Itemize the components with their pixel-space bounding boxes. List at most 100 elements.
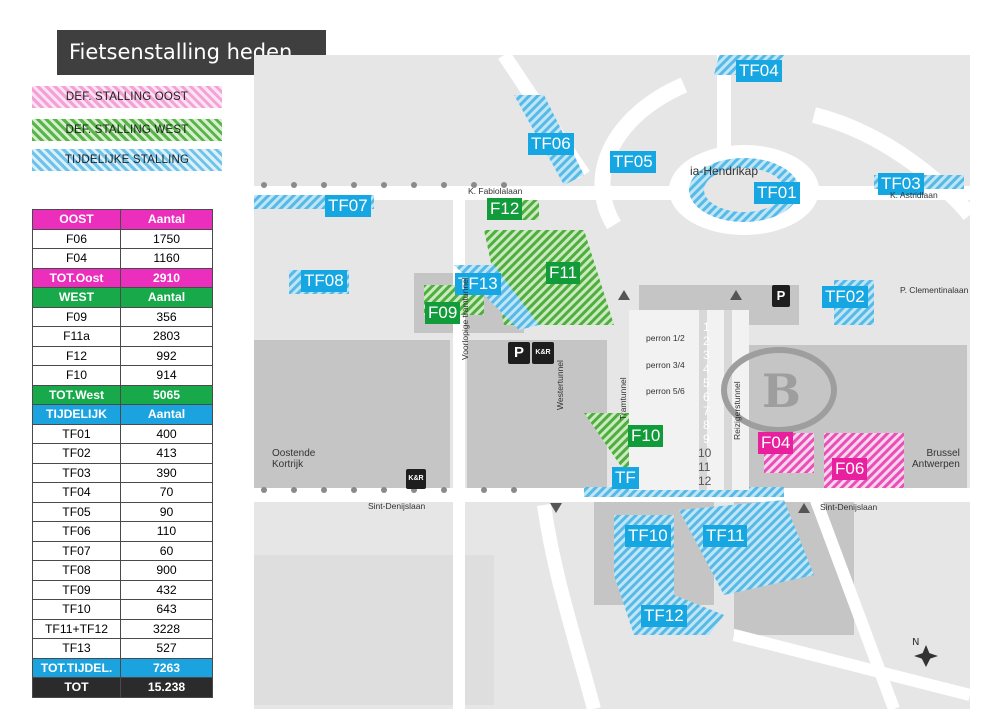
stalling-tag-f11: F11 bbox=[546, 262, 581, 284]
table-cell-value: 15.238 bbox=[120, 677, 213, 698]
north-label: N bbox=[912, 637, 919, 648]
table-cell-value: Aantal bbox=[120, 287, 213, 308]
table-cell-value: 356 bbox=[120, 306, 213, 327]
track-number: 12 bbox=[698, 474, 712, 488]
table-cell-name: WEST bbox=[32, 287, 121, 308]
track-number: 1 bbox=[703, 320, 710, 334]
table-cell-name: TF01 bbox=[32, 423, 121, 444]
table-cell-value: 5065 bbox=[120, 384, 213, 405]
platforms bbox=[629, 310, 749, 490]
table-cell-value: 643 bbox=[120, 599, 213, 620]
table-cell-name: TIJDELIJK bbox=[32, 404, 121, 425]
stalling-tag-tf11: TF11 bbox=[703, 525, 748, 547]
legend-def-stalling-west: DEF. STALLING WEST bbox=[32, 119, 222, 141]
voorlopige-tramtunnel-label: Voorlopige tramtunnel bbox=[460, 277, 470, 360]
table-cell-name: F09 bbox=[32, 306, 121, 327]
stalling-tag-f12: F12 bbox=[487, 198, 523, 220]
table-cell-name: TF11+TF12 bbox=[32, 618, 121, 639]
table-cell-name: TOT.Oost bbox=[32, 267, 121, 288]
perron-3-4-label: perron 3/4 bbox=[646, 360, 685, 370]
table-cell-value: 1750 bbox=[120, 228, 213, 249]
table-cell-value: 413 bbox=[120, 443, 213, 464]
table-cell-value: 70 bbox=[120, 482, 213, 503]
track-number: 4 bbox=[703, 362, 710, 376]
tram-route bbox=[261, 182, 517, 493]
table-cell-name: OOST bbox=[32, 209, 121, 230]
stalling-tag-tf02: TF02 bbox=[822, 286, 868, 308]
table-cell-name: F06 bbox=[32, 228, 121, 249]
table-cell-name: TF13 bbox=[32, 638, 121, 659]
stalling-tag-tf03: TF03 bbox=[878, 173, 924, 195]
stalling-tag-tf13: TF13 bbox=[455, 273, 501, 295]
parking-east-icon: P bbox=[772, 285, 790, 307]
stalling-tag-tf08: TF08 bbox=[301, 270, 347, 292]
tramtunnel-label: Tramtunnel bbox=[618, 377, 628, 420]
table-cell-name: F10 bbox=[32, 365, 121, 386]
table-cell-name: TF07 bbox=[32, 540, 121, 561]
stalling-tag-f06: F06 bbox=[832, 458, 868, 480]
track-number: 6 bbox=[703, 390, 710, 404]
direction-west: Oostende Kortrijk bbox=[272, 448, 316, 470]
table-cell-value: 60 bbox=[120, 540, 213, 561]
direction-east: Brussel Antwerpen bbox=[912, 448, 960, 470]
table-cell-name: TF05 bbox=[32, 501, 121, 522]
stalling-tag-f10: F10 bbox=[628, 425, 664, 447]
access-arrows bbox=[550, 290, 810, 513]
stalling-tag-tf07: TF07 bbox=[325, 195, 371, 217]
track-number: 9 bbox=[703, 432, 710, 446]
stalling-tag-tf01: TF01 bbox=[754, 182, 800, 204]
track-number: 5 bbox=[703, 376, 710, 390]
table-cell-name: TF08 bbox=[32, 560, 121, 581]
table-cell-value: 110 bbox=[120, 521, 213, 542]
table-total-tijdelijk: TOT.TIJDEL.7263 bbox=[32, 657, 213, 678]
table-cell-value: 1160 bbox=[120, 248, 213, 269]
table-cell-name: TOT.TIJDEL. bbox=[32, 657, 121, 678]
stalling-tag-tf05: TF05 bbox=[610, 151, 656, 173]
table-cell-name: F12 bbox=[32, 345, 121, 366]
street-sint-denijslaan-west: Sint-Denijslaan bbox=[368, 501, 426, 511]
perron-5-6-label: perron 5/6 bbox=[646, 386, 685, 396]
table-cell-name: TOT.West bbox=[32, 384, 121, 405]
table-cell-value: 2803 bbox=[120, 326, 213, 347]
stalling-tag-f09: F09 bbox=[425, 302, 461, 324]
table-cell-value: 992 bbox=[120, 345, 213, 366]
kiss-ride-west-icon: K&R bbox=[406, 469, 426, 489]
table-cell-name: TF09 bbox=[32, 579, 121, 600]
table-cell-value: 527 bbox=[120, 638, 213, 659]
rail-logo-icon bbox=[721, 347, 837, 433]
kiss-ride-icon: K&R bbox=[532, 342, 554, 364]
parking-icon: P bbox=[508, 342, 530, 364]
reizigerstunnel-label: Reizigerstunnel bbox=[732, 381, 742, 440]
table-cell-name: TF06 bbox=[32, 521, 121, 542]
table-cell-value: 7263 bbox=[120, 657, 213, 678]
table-cell-value: 432 bbox=[120, 579, 213, 600]
page-title: Fietsenstalling heden bbox=[57, 30, 326, 75]
table-cell-value: 914 bbox=[120, 365, 213, 386]
track-number: 2 bbox=[703, 334, 710, 348]
stalling-tag-tf06: TF06 bbox=[528, 133, 574, 155]
table-cell-name: F11a bbox=[32, 326, 121, 347]
street-clementinalaan: P. Clementinalaan bbox=[900, 285, 969, 295]
track-number: 10 bbox=[698, 446, 712, 460]
